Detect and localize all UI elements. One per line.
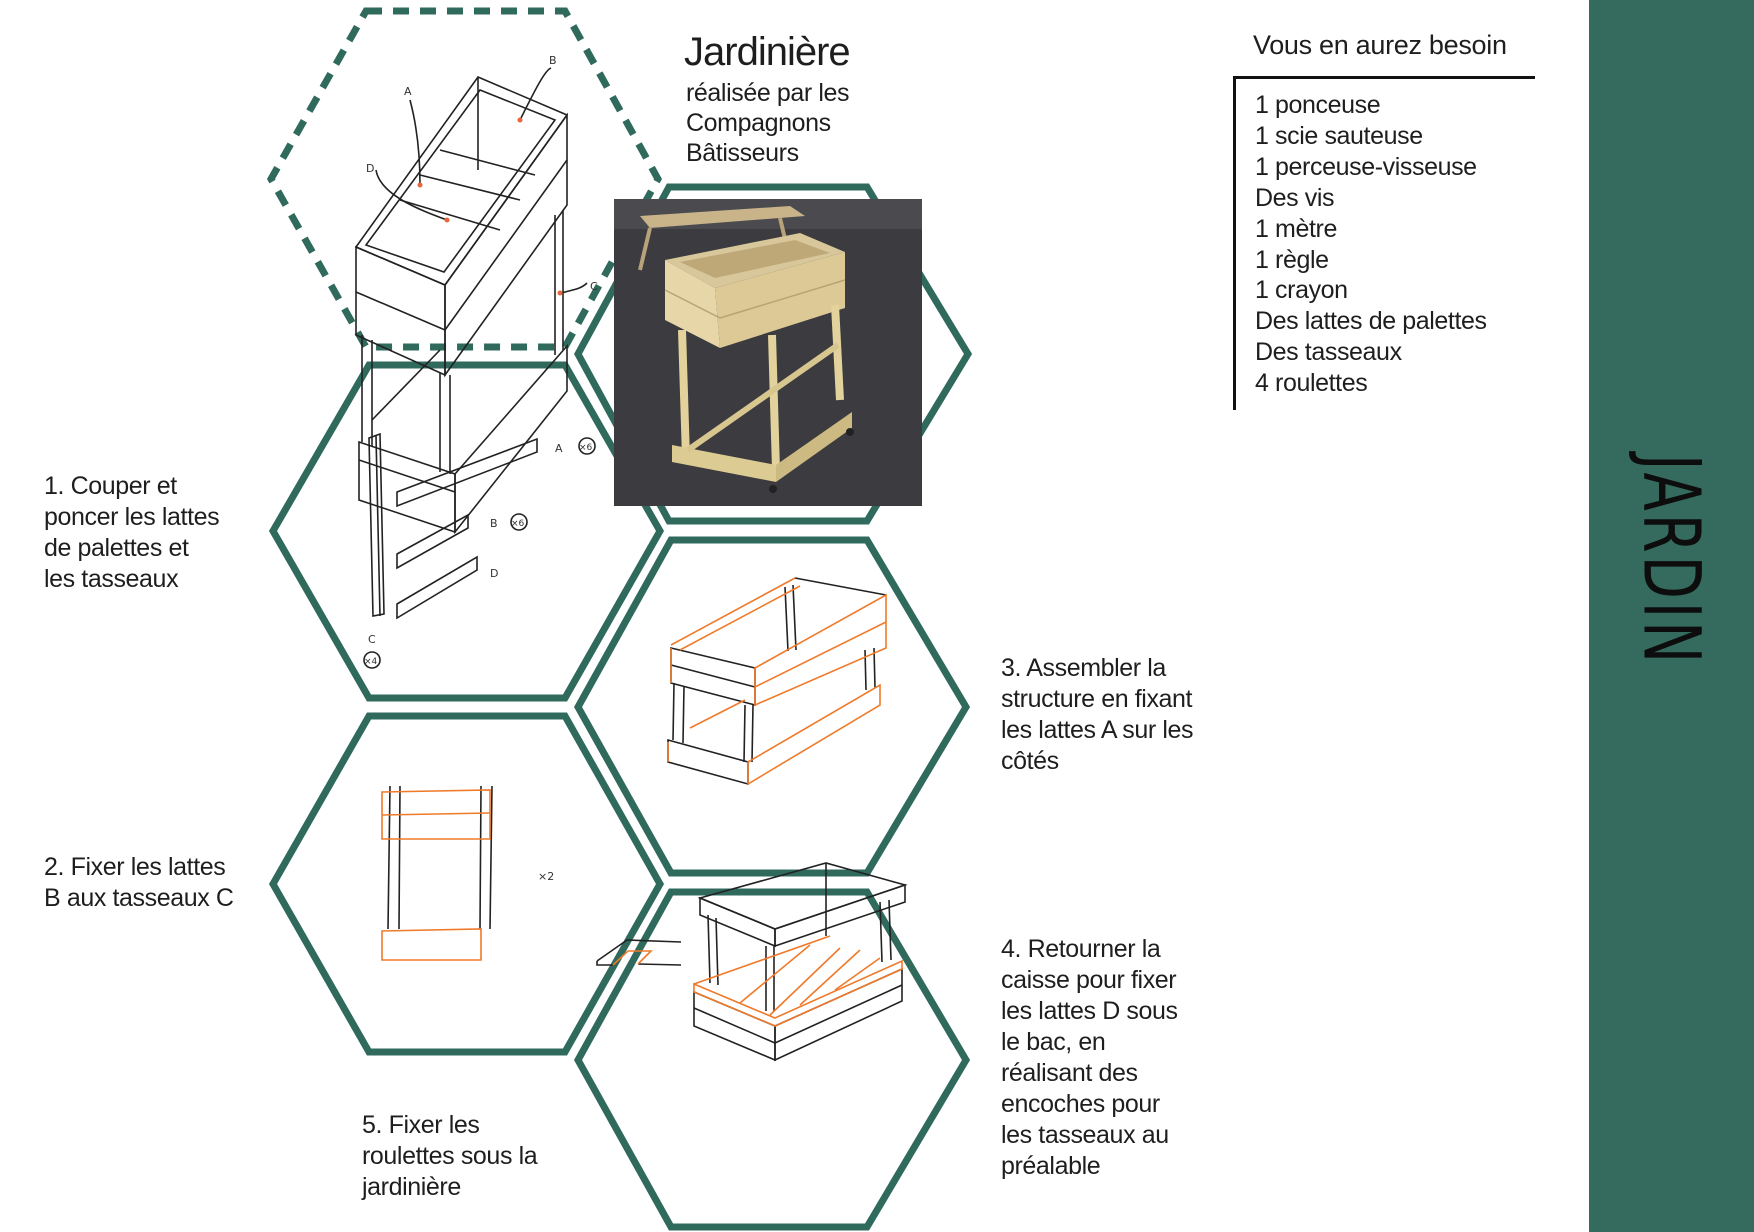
step-line: poncer les lattes — [44, 503, 220, 531]
page-subtitle: réalisée par les Compagnons Bâtisseurs — [686, 78, 850, 168]
step-line: roulettes sous la — [362, 1142, 538, 1170]
step-4-text: 4. Retourner la caisse pour fixer les la… — [1001, 934, 1178, 1182]
step-line: les tasseaux au — [1001, 1121, 1169, 1149]
hexagon-step1 — [268, 361, 665, 702]
overview-label-a: A — [404, 85, 412, 98]
step-line: B aux tasseaux C — [44, 884, 234, 912]
step4-underside-sketch — [596, 862, 908, 1062]
frame-qty-label: ×2 — [538, 870, 554, 883]
list-item: 1 ponceuse — [1255, 91, 1381, 119]
step-line: les lattes A sur les — [1001, 716, 1194, 744]
step-line: les lattes D sous — [1001, 997, 1178, 1025]
planter-photo — [614, 199, 922, 506]
list-item: 1 crayon — [1255, 276, 1348, 305]
subtitle-line: Bâtisseurs — [686, 139, 799, 167]
step-line: préalable — [1001, 1152, 1101, 1180]
list-item: Des lattes de palettes — [1255, 307, 1487, 336]
step-line: les tasseaux — [44, 565, 179, 593]
list-item: 1 mètre — [1255, 214, 1337, 243]
step-line: le bac, en — [1001, 1028, 1106, 1056]
list-item: 4 roulettes — [1255, 369, 1368, 398]
list-item: 1 règle — [1255, 245, 1329, 274]
step-line: structure en fixant — [1001, 685, 1193, 713]
part-label-d: D — [490, 567, 498, 580]
overview-sketch — [354, 67, 588, 535]
part-qty-a: ×6 — [579, 443, 593, 453]
step-5-text: 5. Fixer les roulettes sous la jardinièr… — [362, 1110, 538, 1203]
step1-parts-sketch — [363, 432, 596, 669]
page-title: Jardinière — [684, 30, 851, 74]
step-line: 4. Retourner la — [1001, 935, 1161, 963]
list-item: 1 perceuse-visseuse — [1255, 152, 1477, 181]
step-1-text: 1. Couper et poncer les lattes de palett… — [44, 471, 220, 595]
list-item: 1 scie sauteuse — [1255, 121, 1423, 150]
step-line: réalisant des — [1001, 1059, 1138, 1087]
hexagon-step4 — [573, 888, 971, 1231]
category-label-text: JARDIN — [1625, 453, 1716, 667]
overview-label-c: C — [590, 280, 598, 293]
step-line: 5. Fixer les — [362, 1111, 480, 1139]
hexagon-step3 — [573, 536, 971, 877]
step-line: 3. Assembler la — [1001, 654, 1166, 682]
step2-frame-sketch: ×2 — [381, 785, 554, 961]
materials-bracket — [1233, 76, 1535, 410]
part-label-c: C — [368, 633, 376, 646]
part-label-b: B — [490, 517, 498, 530]
overview-label-d: D — [366, 162, 374, 175]
category-sidebar — [1589, 0, 1754, 1232]
hexagon-step2 — [268, 712, 665, 1056]
step-line: encoches pour — [1001, 1090, 1160, 1118]
step3-structure-sketch — [667, 577, 887, 786]
category-label: JARDIN — [1600, 454, 1740, 666]
step-2-text: 2. Fixer les lattes B aux tasseaux C — [44, 852, 234, 914]
step-line: côtés — [1001, 747, 1059, 775]
part-label-a: A — [555, 442, 563, 455]
materials-list: 1 ponceuse 1 scie sauteuse 1 perceuse-vi… — [1255, 90, 1487, 399]
part-qty-c: ×4 — [364, 657, 378, 667]
step-line: 2. Fixer les lattes — [44, 853, 226, 881]
step-3-text: 3. Assembler la structure en fixant les … — [1001, 653, 1194, 777]
step-line: jardinière — [362, 1173, 461, 1201]
overview-label-b: B — [549, 54, 557, 67]
subtitle-line: Compagnons — [686, 109, 831, 137]
list-item: Des vis — [1255, 183, 1335, 212]
hexagon-photo — [574, 183, 973, 525]
materials-title: Vous en aurez besoin — [1253, 30, 1507, 60]
step-line: de palettes et — [44, 534, 189, 562]
hexagon-overview-dashed — [266, 7, 663, 351]
subtitle-line: réalisée par les — [686, 79, 850, 107]
part-qty-b: ×6 — [511, 519, 525, 529]
step-line: 1. Couper et — [44, 472, 177, 500]
list-item: Des tasseaux — [1255, 338, 1402, 367]
step-line: caisse pour fixer — [1001, 966, 1177, 994]
overview-marker-dots — [417, 117, 563, 296]
